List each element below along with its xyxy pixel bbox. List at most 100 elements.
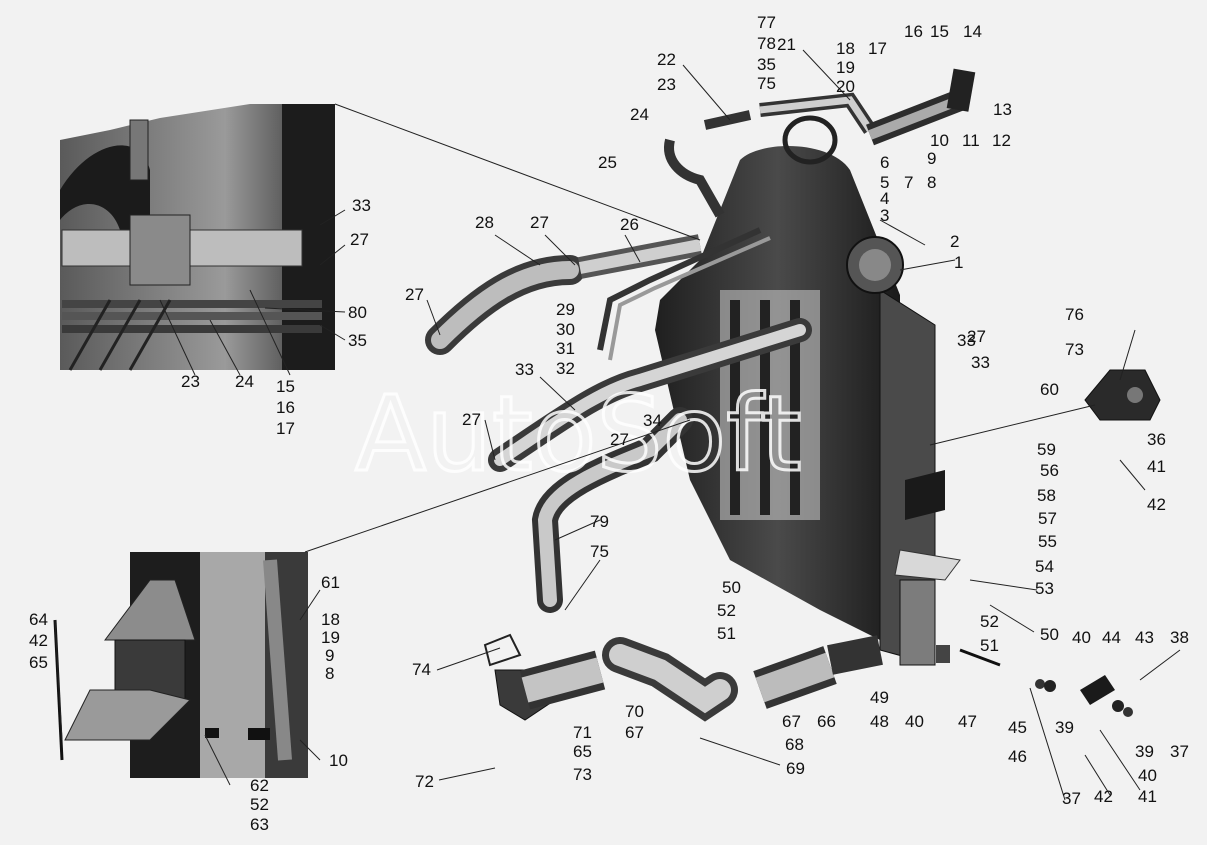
callout-52-a: 52 [717,601,736,620]
callout-44: 44 [1102,628,1121,647]
callout-35: 35 [348,331,367,350]
inset-lower-detail [53,552,308,778]
callout-20: 20 [836,77,855,96]
callout-56: 56 [1040,461,1059,480]
callout-5: 5 [880,173,889,192]
callout-26: 26 [620,215,639,234]
callout-50-a: 50 [722,578,741,597]
callout-22: 22 [657,50,676,69]
callout-17-inset: 17 [276,419,295,438]
callout-23: 23 [657,75,676,94]
callout-80: 80 [348,303,367,322]
callout-9: 9 [927,149,936,168]
callout-58: 58 [1037,486,1056,505]
callout-51-a: 51 [717,624,736,643]
callout-27-c: 27 [462,410,481,429]
callout-11: 11 [962,131,980,150]
callout-33-a: 33 [515,360,534,379]
callout-33-d: 33 [957,331,976,350]
callout-19: 19 [836,58,855,77]
callout-27-a: 27 [530,213,549,232]
radiator-assembly [655,115,961,666]
watermark: AutoSoft [355,373,802,495]
callout-2: 2 [950,232,959,251]
callout-53: 53 [1035,579,1054,598]
callout-17: 17 [868,39,887,58]
callout-38: 38 [1170,628,1189,647]
mount-bracket [1084,369,1161,421]
callout-4: 4 [880,189,889,208]
callout-37-b: 37 [1170,742,1189,761]
callout-9-inset: 9 [325,646,334,665]
callout-67-b: 67 [625,723,644,742]
callout-61: 61 [321,573,340,592]
callout-15: 15 [930,22,949,41]
bottom-pipes [483,633,883,722]
callout-60: 60 [1040,380,1059,399]
callout-6: 6 [880,153,889,172]
callout-42-a: 42 [1147,495,1166,514]
callout-51-b: 51 [980,636,999,655]
callout-42-c: 42 [29,631,48,650]
callout-25: 25 [598,153,617,172]
leader-lines [54,49,1181,801]
callout-63: 63 [250,815,269,834]
callout-12: 12 [992,131,1011,150]
hoses [425,68,976,613]
callout-68: 68 [785,735,804,754]
callout-57: 57 [1038,509,1057,528]
callout-75-b: 75 [757,74,776,93]
callout-55: 55 [1038,532,1057,551]
callout-66: 66 [817,712,836,731]
callout-24: 24 [630,105,649,124]
callout-27-d: 27 [610,430,629,449]
callout-40-a: 40 [1072,628,1091,647]
callout-42-b: 42 [1094,787,1113,806]
callout-64: 64 [29,610,48,629]
callout-40-c: 40 [1138,766,1157,785]
callout-46: 46 [1008,747,1027,766]
callout-77: 77 [757,13,776,32]
callout-73-a: 73 [573,765,592,784]
callout-29: 29 [556,300,575,319]
callout-78: 78 [757,34,776,53]
callout-34: 34 [643,411,662,430]
callout-10: 10 [930,131,949,150]
inset-upper-detail [60,104,335,371]
callout-54: 54 [1035,557,1054,576]
callout-21: 21 [777,35,796,54]
callout-27-f: 27 [350,230,369,249]
callout-32: 32 [556,359,575,378]
callout-39-a: 39 [1055,718,1074,737]
callout-47: 47 [958,712,977,731]
callout-24-inset: 24 [235,372,254,391]
callout-76: 76 [1065,305,1084,324]
callout-3: 3 [880,206,889,225]
callout-30: 30 [556,320,575,339]
callout-50-b: 50 [1040,625,1059,644]
callout-16: 16 [904,22,923,41]
callout-79: 79 [590,512,609,531]
callout-70: 70 [625,702,644,721]
callout-33-b: 33 [971,353,990,372]
callout-74: 74 [412,660,431,679]
callout-71: 71 [573,723,592,742]
callout-33-c: 33 [352,196,371,215]
callout-13: 13 [993,100,1012,119]
callout-72: 72 [415,772,434,791]
callout-14: 14 [963,22,982,41]
callout-65-b: 65 [573,742,592,761]
callout-62: 62 [250,776,269,795]
callout-23-inset: 23 [181,372,200,391]
callout-labels: 1 2 3 4 5 6 7 8 9 10 11 12 13 14 15 16 1… [29,13,1189,834]
drain-parts [936,645,1133,717]
callout-18-inset: 18 [321,610,340,629]
callout-49: 49 [870,688,889,707]
callout-7: 7 [904,173,913,192]
callout-28: 28 [475,213,494,232]
callout-37-a: 37 [1062,789,1081,808]
callout-65-a: 65 [29,653,48,672]
callout-73-b: 73 [1065,340,1084,359]
callout-43: 43 [1135,628,1154,647]
